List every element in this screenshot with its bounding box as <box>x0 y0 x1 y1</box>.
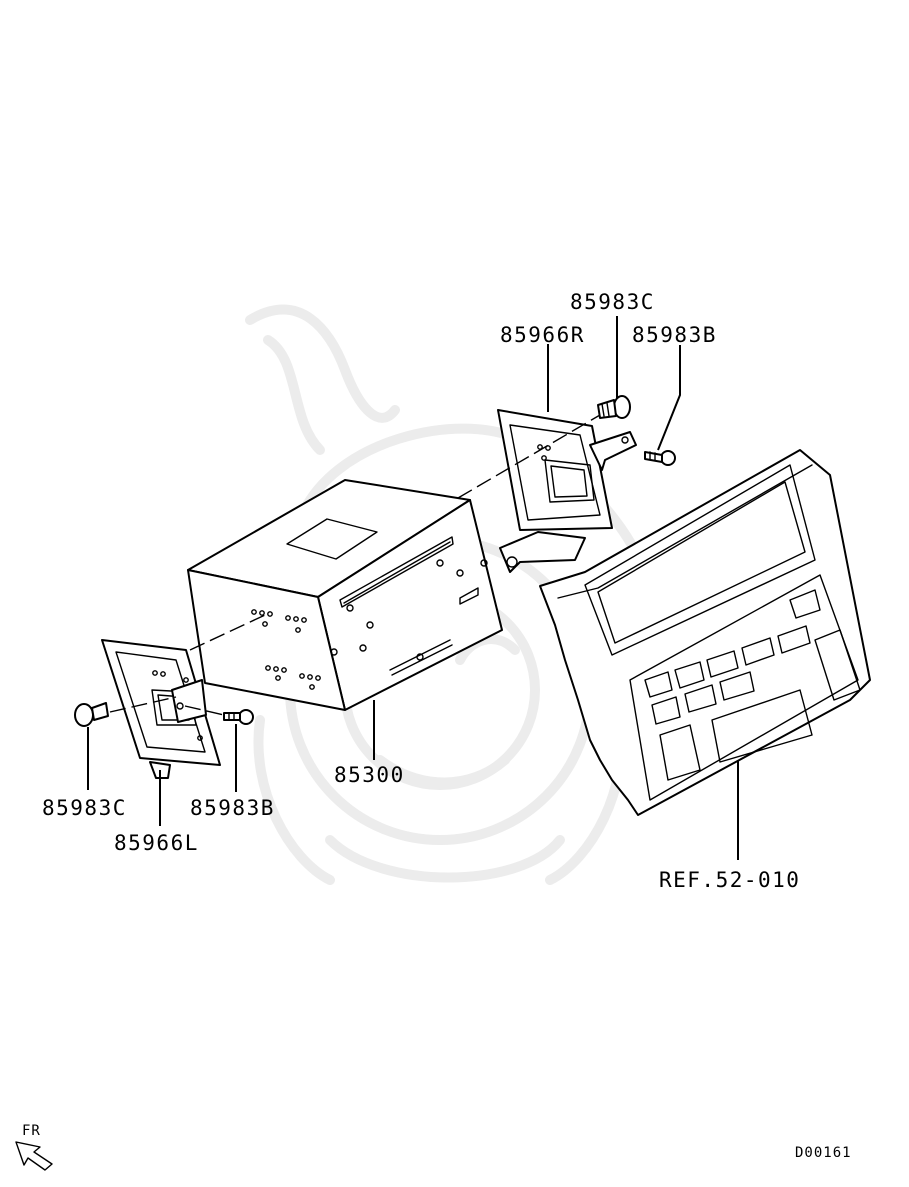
label-85983B-top: 85983B <box>632 323 717 347</box>
label-85300: 85300 <box>334 763 405 787</box>
head-unit-85300 <box>187 479 503 711</box>
dash-panel-ref-52-010 <box>539 449 871 816</box>
label-85983C-top: 85983C <box>570 290 655 314</box>
arrow-up-left-icon <box>15 1141 53 1171</box>
label-85966R: 85966R <box>500 323 585 347</box>
alignment-lines <box>109 414 601 716</box>
diagram-code: D00161 <box>795 1145 852 1161</box>
screw-85983B-bottom-icon <box>223 709 254 725</box>
bracket-left-85966L <box>101 639 221 779</box>
direction-label: FR <box>22 1123 41 1139</box>
leader-lines <box>87 316 739 860</box>
clip-85983C-bottom-icon <box>74 702 109 727</box>
label-ref-52-010: REF.52-010 <box>659 868 800 892</box>
label-85983B-bottom: 85983B <box>190 796 275 820</box>
screw-85983B-top-icon <box>644 450 676 466</box>
bracket-right-85966R <box>497 409 637 573</box>
label-85983C-bottom: 85983C <box>42 796 127 820</box>
clip-85983C-top-icon <box>597 395 631 419</box>
label-85966L: 85966L <box>114 831 199 855</box>
